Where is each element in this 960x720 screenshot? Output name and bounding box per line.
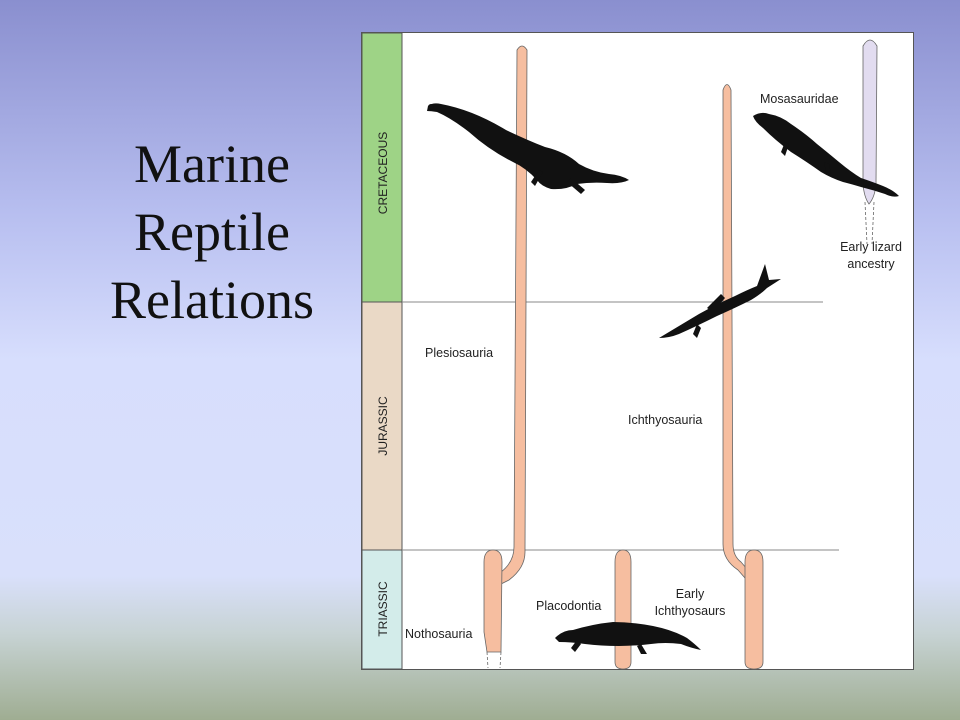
- label-mosasauridae: Mosasauridae: [760, 92, 839, 106]
- mosasaur-silhouette: [753, 112, 899, 197]
- nothosauria-dashed-origin: [486, 651, 502, 669]
- phylogeny-diagram: CRETACEOUS JURASSIC TRIASSIC: [361, 32, 914, 670]
- nothosauria-lineage: [483, 549, 503, 653]
- slide-title: Marine Reptile Relations: [92, 130, 332, 334]
- label-plesiosauria: Plesiosauria: [425, 346, 493, 360]
- mosasaur-dashed-origin: [864, 201, 875, 245]
- label-ichthyosauria: Ichthyosauria: [628, 413, 702, 427]
- label-early-lizard-2: ancestry: [847, 257, 895, 271]
- placodontia-lineage: [614, 549, 632, 670]
- period-label-triassic: TRIASSIC: [376, 581, 390, 637]
- label-nothosauria: Nothosauria: [405, 627, 472, 641]
- diagram-frame: [361, 32, 914, 670]
- cretaceous-band: [361, 32, 403, 303]
- ichthyosaur-silhouette: [659, 264, 781, 338]
- title-line-3: Relations: [110, 270, 314, 330]
- title-line-2: Reptile: [134, 202, 290, 262]
- ichthyosauria-lineage: [722, 84, 748, 579]
- plesiosaur-silhouette: [427, 103, 629, 194]
- jurassic-band: [361, 301, 403, 551]
- early-ichthyosaurs-lineage: [744, 549, 764, 670]
- label-early-ichthyosaurs-2: Ichthyosaurs: [655, 604, 726, 618]
- mosasauridae-lineage: [862, 39, 878, 205]
- triassic-band: [361, 549, 403, 670]
- plesiosauria-lineage: [498, 45, 528, 586]
- title-line-1: Marine: [134, 134, 290, 194]
- period-label-cretaceous: CRETACEOUS: [376, 132, 390, 214]
- label-early-ichthyosaurs-1: Early: [676, 587, 705, 601]
- label-early-lizard-1: Early lizard: [840, 240, 902, 254]
- period-label-jurassic: JURASSIC: [376, 396, 390, 456]
- placodont-silhouette: [555, 622, 701, 654]
- label-placodontia: Placodontia: [536, 599, 601, 613]
